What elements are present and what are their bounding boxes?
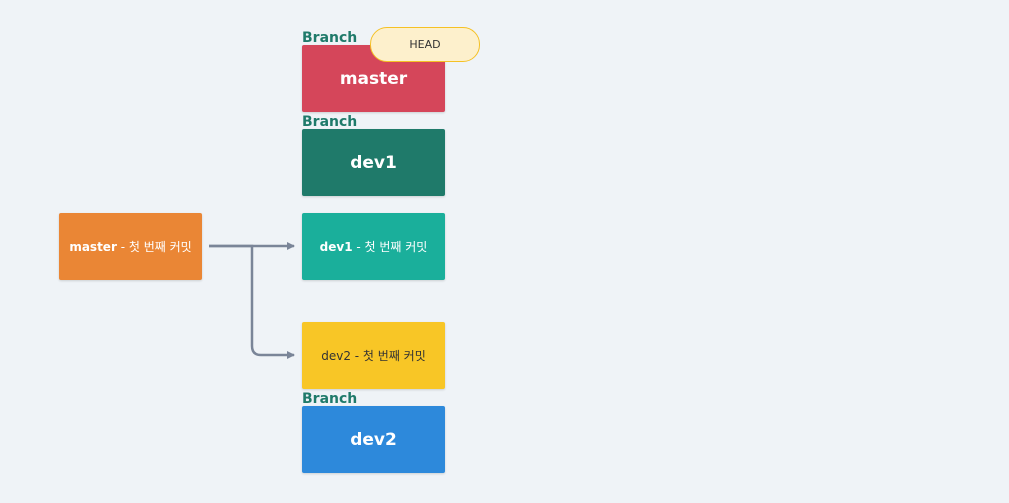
dev1-commit-label: dev1 - 첫 번째 커밋 [320, 238, 428, 255]
commit-branch-name: master [69, 240, 117, 254]
head-label: HEAD [409, 38, 441, 51]
commit-branch-name: dev2 [321, 349, 351, 363]
branch-tag-dev2: Branch [302, 391, 358, 407]
branch-tag-dev1: Branch [302, 114, 358, 130]
branch-tag-master: Branch [302, 30, 358, 46]
branch-master-label: master [339, 68, 408, 89]
edge-master-to-dev2 [209, 244, 295, 359]
dev1-commit[interactable]: dev1 - 첫 번째 커밋 [302, 213, 445, 280]
commit-message: - 첫 번째 커밋 [352, 240, 428, 254]
branch-dev1-label: dev1 [350, 152, 397, 173]
branch-dev2[interactable]: dev2 [302, 406, 445, 473]
commit-message: - 첫 번째 커밋 [350, 349, 426, 363]
head-pointer[interactable]: HEAD [370, 27, 480, 62]
dev2-commit[interactable]: dev2 - 첫 번째 커밋 [302, 322, 445, 389]
master-commit-label: master - 첫 번째 커밋 [69, 238, 191, 255]
branch-dev1[interactable]: dev1 [302, 129, 445, 196]
branch-dev2-label: dev2 [350, 429, 397, 450]
master-commit[interactable]: master - 첫 번째 커밋 [59, 213, 202, 280]
commit-branch-name: dev1 [319, 240, 353, 254]
dev2-commit-label: dev2 - 첫 번째 커밋 [321, 347, 426, 364]
commit-message: - 첫 번째 커밋 [116, 240, 192, 254]
